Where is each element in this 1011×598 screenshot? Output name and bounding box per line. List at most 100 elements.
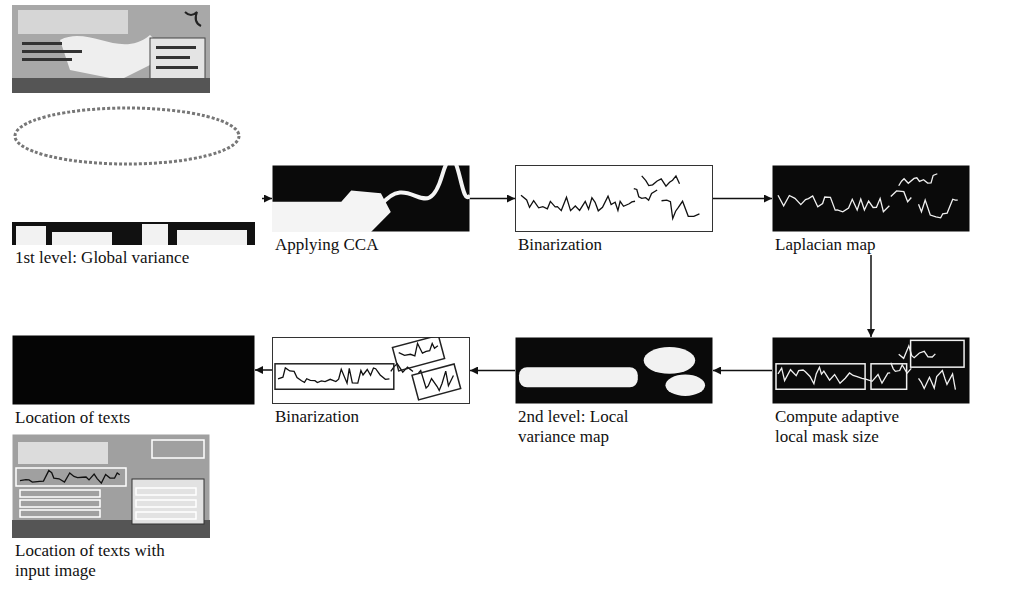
region-box	[152, 440, 204, 458]
step-thumbnail	[772, 337, 970, 404]
step-panel: Binarization	[272, 337, 470, 427]
variance-blob	[142, 224, 168, 245]
region-box	[392, 337, 444, 371]
region-box	[20, 490, 100, 497]
text-stroke	[778, 195, 889, 212]
variance-blob	[644, 347, 695, 374]
image-ground	[516, 338, 713, 404]
step-caption: Binarization	[272, 407, 470, 427]
photo-text-line	[22, 50, 82, 53]
thumbnail	[13, 336, 255, 405]
text-stroke	[278, 368, 389, 383]
component-curve	[381, 165, 470, 205]
variance-blob	[52, 232, 112, 245]
variance-blob	[177, 230, 247, 245]
image-ground	[273, 338, 470, 404]
thumbnail	[272, 165, 470, 232]
text-stroke	[642, 176, 680, 186]
image-ground	[773, 338, 970, 404]
region-box	[136, 512, 196, 519]
photo-text-line	[156, 56, 190, 59]
step-panel: Laplacian map	[772, 165, 970, 255]
photo-region	[18, 442, 108, 464]
region-box	[776, 364, 865, 389]
component-blob	[272, 190, 391, 232]
text-stroke	[662, 200, 700, 218]
photo-mark	[185, 12, 201, 26]
flow-arrow	[713, 198, 772, 200]
flow-arrow	[262, 198, 272, 200]
image-ground	[13, 435, 210, 538]
photo-region	[12, 78, 210, 93]
photo-text-line	[156, 66, 198, 69]
region-box	[20, 510, 100, 517]
step-caption: Compute adaptive local mask size	[772, 407, 912, 447]
variance-blob	[519, 367, 638, 387]
thumbnail	[773, 338, 970, 404]
text-stroke	[899, 174, 938, 186]
step-caption: Laplacian map	[772, 235, 970, 255]
step-caption: 2nd level: Local variance map	[515, 407, 655, 447]
flow-arrow	[470, 198, 515, 200]
step-panel: Compute adaptive local mask size	[772, 337, 970, 447]
region-box	[16, 468, 126, 486]
text-stroke	[419, 371, 454, 391]
step-thumbnail	[515, 337, 713, 404]
image-ground	[13, 336, 255, 405]
image-ground	[773, 166, 970, 232]
text-stroke	[399, 343, 438, 355]
text-stroke	[919, 371, 956, 390]
region-box	[911, 340, 964, 367]
step-caption: 1st level: Global variance	[12, 248, 262, 268]
image-ground	[273, 166, 470, 232]
step-thumbnail	[272, 165, 470, 232]
flow-arrow	[470, 370, 515, 372]
step-thumbnail	[272, 337, 470, 404]
step-caption: Location of texts	[12, 408, 255, 428]
text-stroke	[899, 346, 936, 359]
image-ground	[516, 166, 713, 232]
photo-text-line	[22, 42, 62, 45]
text-stroke	[778, 367, 890, 384]
photo-region	[18, 10, 128, 34]
step-thumbnail	[772, 165, 970, 232]
step-thumbnail	[12, 335, 255, 405]
step-panel: Location of texts with input image	[12, 434, 210, 581]
region-box	[412, 364, 461, 400]
flow-arrow	[870, 255, 872, 337]
region-box	[871, 364, 907, 389]
thumbnail	[516, 338, 713, 404]
step-thumbnail	[515, 165, 713, 232]
step-thumbnail	[12, 434, 210, 538]
region-ellipse	[15, 108, 239, 164]
step-panel: Location of texts	[12, 335, 255, 428]
image-ground	[12, 222, 255, 245]
step-caption: Location of texts with input image	[12, 541, 182, 581]
thumbnail	[516, 166, 713, 232]
thumbnail	[273, 337, 470, 404]
flow-arrow	[255, 369, 272, 371]
text-stroke	[521, 195, 635, 211]
variance-blob	[665, 375, 705, 396]
flow-arrow	[713, 370, 772, 372]
step-caption: Binarization	[515, 235, 713, 255]
photo-region	[132, 479, 204, 524]
thumbnail	[12, 435, 210, 539]
step-panel: Applying CCA	[272, 165, 470, 255]
text-stroke	[919, 199, 958, 218]
text-stroke	[634, 189, 657, 201]
step-caption: Applying CCA	[272, 235, 470, 255]
photo-region	[150, 38, 205, 80]
photo-text-line	[156, 46, 196, 49]
region-box	[20, 500, 100, 507]
text-stroke	[891, 191, 912, 202]
step-panel: 2nd level: Local variance map	[515, 337, 713, 447]
text-stroke	[20, 471, 120, 484]
step-thumbnail	[12, 100, 262, 245]
variance-blob	[16, 226, 46, 245]
region-box	[136, 488, 196, 495]
region-box	[136, 500, 196, 507]
input-photo	[12, 5, 210, 93]
step-panel: Binarization	[515, 165, 713, 255]
photo-text-line	[22, 58, 72, 61]
